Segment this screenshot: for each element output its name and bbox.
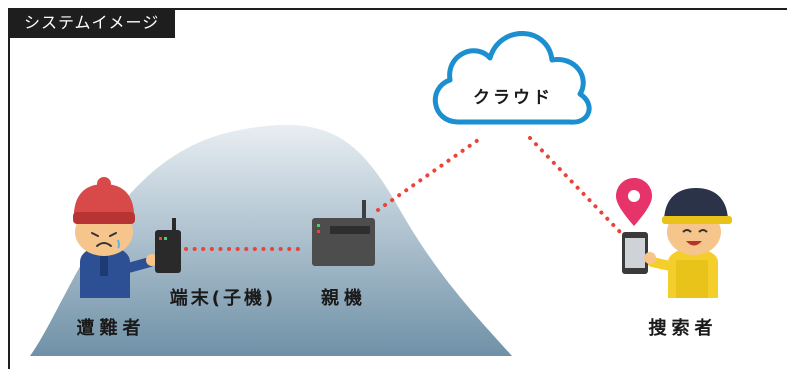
link-cloud-to-searcher xyxy=(528,136,622,234)
smartphone-icon xyxy=(622,232,656,274)
link-parent-to-cloud xyxy=(376,138,480,212)
cloud-icon xyxy=(432,31,592,125)
frame-top-border xyxy=(8,8,787,10)
searcher-label: 捜索者 xyxy=(649,317,718,339)
frame-left-border xyxy=(8,8,10,369)
parent-device-label: 親機 xyxy=(321,287,367,309)
parent-device-icon xyxy=(312,200,375,266)
child-device-label: 端末(子機) xyxy=(170,287,276,309)
victim-figure xyxy=(73,177,158,298)
child-device-icon xyxy=(155,218,181,273)
mountain xyxy=(30,124,512,356)
searcher-figure xyxy=(647,188,732,298)
cloud-label: クラウド xyxy=(473,88,553,108)
victim-label: 遭難者 xyxy=(77,317,146,339)
diagram-title: システムイメージ xyxy=(8,8,176,38)
location-pin-icon xyxy=(616,178,652,226)
